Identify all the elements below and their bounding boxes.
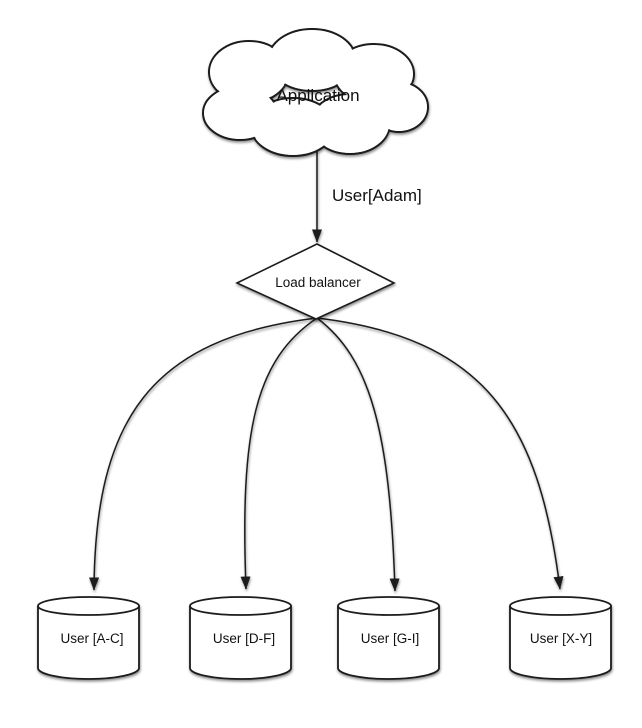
load-balancer-node (235, 243, 396, 320)
shard-node-a-c (37, 596, 140, 680)
shard-node-d-f (189, 596, 292, 680)
edge-lb-to-shard-x-y (316, 317, 564, 590)
labels-layer: Application User[Adam] Load balancer Use… (60, 86, 592, 646)
shard-node-x-y (509, 596, 612, 680)
shard-x-y-label: User [X-Y] (530, 631, 592, 646)
request-edge-label: User[Adam] (332, 186, 422, 205)
edge-lb-to-shard-g-i (316, 317, 400, 592)
shard-g-i-label: User [G-I] (361, 631, 420, 646)
cloud-outline (202, 28, 429, 157)
shard-a-c-label: User [A-C] (60, 631, 123, 646)
edges-layer (89, 151, 564, 592)
application-cloud-node (202, 28, 429, 157)
shard-node-g-i (337, 596, 440, 680)
application-label: Application (276, 86, 359, 105)
edge-lb-to-shard-d-f (240, 317, 318, 590)
shard-d-f-label: User [D-F] (213, 631, 275, 646)
load-balancer-label: Load balancer (275, 275, 361, 290)
edge-lb-to-shard-a-c (89, 317, 318, 591)
diamond-shape (235, 243, 396, 320)
